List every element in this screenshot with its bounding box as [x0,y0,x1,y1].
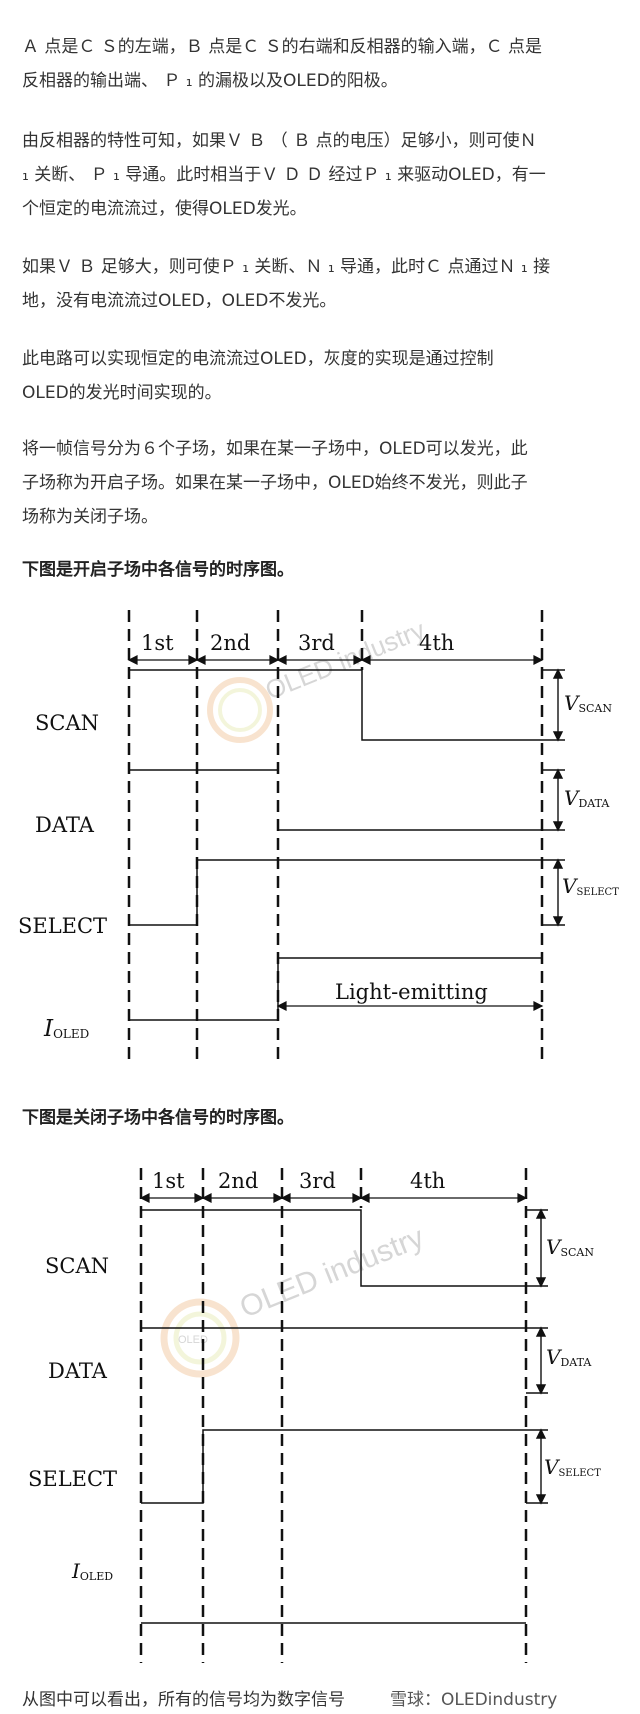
v-label-data: VDATA [564,786,610,810]
waveform-select [141,1429,526,1504]
phase-label: 2nd [210,631,250,655]
text-line: 将一帧信号分为６个子场，如果在某一子场中，OLED可以发光，此 [22,439,528,459]
paragraph-3: 如果Ｖ Ｂ 足够大，则可使Ｐ ₁ 关断、Ｎ ₁ 导通，此时Ｃ 点通过Ｎ ₁ 接 … [22,250,622,318]
text-line: 子场称为开启子场。如果在某一子场中，OLED始终不发光，则此子 [22,473,528,493]
paragraph-2: 由反相器的特性可知，如果Ｖ Ｂ （ Ｂ 点的电压）足够小，则可使Ｎ ₁ 关断、 … [22,124,622,226]
text-line: 个恒定的电流流过，使得OLED发光。 [22,199,307,219]
signal-label-select: SELECT [18,914,107,938]
v-label-data: VDATA [546,1345,592,1369]
watermark-text: OLED industry [235,1221,428,1325]
figure-heading-off: 下图是关闭子场中各信号的时序图。 [22,1108,294,1128]
phase-label: 4th [410,1169,445,1193]
signal-label-scan: SCAN [35,711,99,735]
text-line: OLED的发光时间实现的。 [22,383,222,403]
text-line: 由反相器的特性可知，如果Ｖ Ｂ （ Ｂ 点的电压）足够小，则可使Ｎ [22,131,537,151]
text-line: 反相器的输出端、 Ｐ ₁ 的漏极以及OLED的阳极。 [22,71,398,91]
timing-diagram-on: OLED industry 1st 2nd 3rd 4th SCAN DATA … [0,600,640,1070]
watermark-logo [160,1298,240,1378]
source-watermark: 雪球：OLEDindustry [390,1690,558,1710]
paragraph-1: Ａ 点是Ｃ Ｓ的左端，Ｂ 点是Ｃ Ｓ的右端和反相器的输入端，Ｃ 点是 反相器的输… [22,30,622,98]
watermark-logo [207,677,273,743]
v-label-select: VSELECT [544,1455,601,1479]
footer-text: 从图中可以看出，所有的信号均为数字信号 [22,1690,345,1710]
text-line: 此电路可以实现恒定的电流流过OLED，灰度的实现是通过控制 [22,349,494,369]
v-label-select: VSELECT [562,874,619,898]
text-line: Ａ 点是Ｃ Ｓ的左端，Ｂ 点是Ｃ Ｓ的右端和反相器的输入端，Ｃ 点是 [22,37,543,57]
phase-label: 3rd [299,1169,336,1193]
waveform-select [129,859,542,926]
text-line: 如果Ｖ Ｂ 足够大，则可使Ｐ ₁ 关断、Ｎ ₁ 导通，此时Ｃ 点通过Ｎ ₁ 接 [22,257,551,277]
paragraph-5: 将一帧信号分为６个子场，如果在某一子场中，OLED可以发光，此 子场称为开启子场… [22,432,622,534]
signal-label-scan: SCAN [45,1254,109,1278]
watermark-logo-text: OLED [178,1334,208,1346]
waveform-ioled [129,957,542,1021]
waveform-scan [129,669,542,741]
signal-label-select: SELECT [28,1467,117,1491]
timing-diagram-off: OLED OLED industry 1st 2nd 3rd 4th SCAN … [0,1148,640,1668]
text-line: 地，没有电流流过OLED，OLED不发光。 [22,291,337,311]
v-label-scan: VSCAN [564,691,612,715]
signal-label-data: DATA [48,1359,108,1383]
phase-label: 2nd [218,1169,258,1193]
footer-line: 从图中可以看出，所有的信号均为数字信号 雪球：OLEDindustry [22,1684,640,1714]
signal-label-ioled: IOLED [71,1559,113,1583]
phase-label: 3rd [298,631,335,655]
text-line: ₁ 关断、 Ｐ ₁ 导通。此时相当于Ｖ Ｄ Ｄ 经过Ｐ ₁ 来驱动OLED，有一 [22,165,546,185]
figure-heading-on: 下图是开启子场中各信号的时序图。 [22,560,294,580]
signal-label-ioled: IOLED [43,1016,89,1042]
signal-label-data: DATA [35,813,95,837]
phase-label: 4th [419,631,454,655]
text-line: 场称为关闭子场。 [22,507,158,527]
v-label-scan: VSCAN [546,1235,594,1259]
light-emitting-label: Light-emitting [335,980,488,1004]
waveform-scan [141,1209,526,1287]
phase-label: 1st [152,1169,185,1193]
phase-label: 1st [141,631,174,655]
paragraph-4: 此电路可以实现恒定的电流流过OLED，灰度的实现是通过控制 OLED的发光时间实… [22,342,622,410]
